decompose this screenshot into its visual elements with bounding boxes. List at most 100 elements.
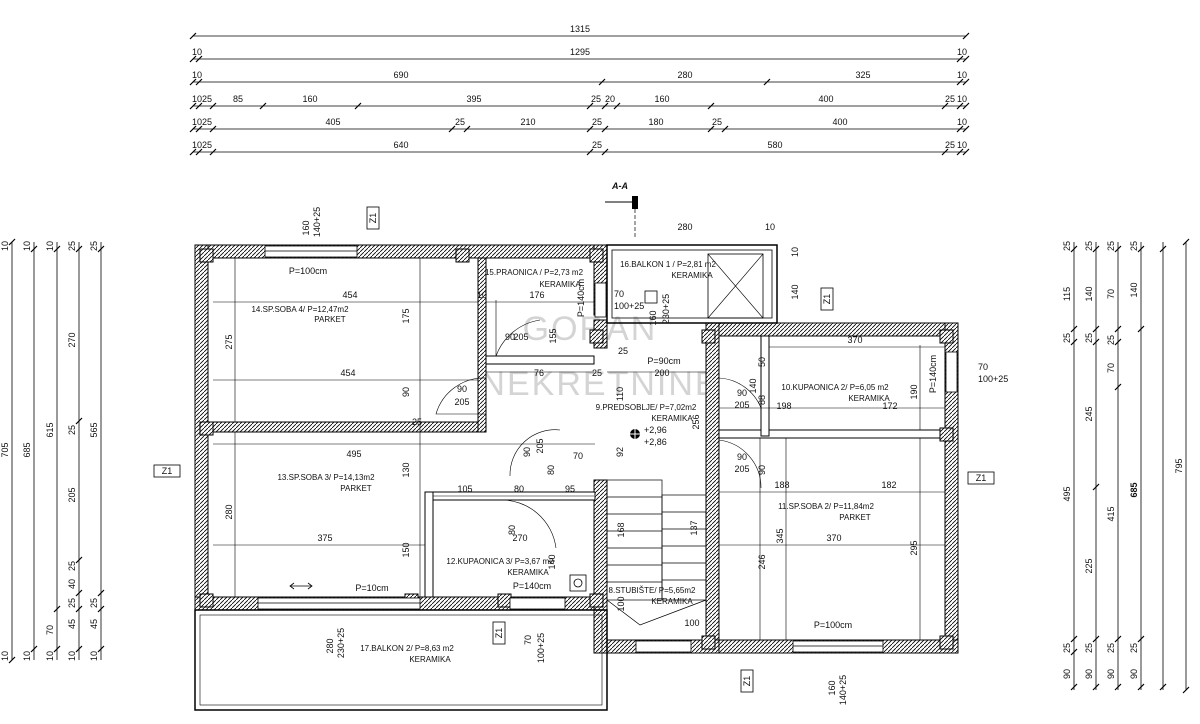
room-floor: KERAMIKA <box>651 414 693 423</box>
opening-label: 70 <box>614 289 624 299</box>
door-dim: 90 <box>737 388 747 398</box>
door-dim: 80 <box>507 525 517 535</box>
dim-label: 345 <box>775 528 785 543</box>
dim-label: 25 <box>67 598 77 608</box>
dim-label: 10 <box>957 47 967 57</box>
door-dim: 90 <box>505 332 515 342</box>
level-marker: +2,96 +2,86 <box>627 425 667 447</box>
dim-label: 25 <box>945 94 955 104</box>
dim-label: 180 <box>648 117 663 127</box>
dim-label: 100 <box>684 618 699 628</box>
opening-label: 160 <box>827 680 837 695</box>
dim-label: 25 <box>1062 643 1072 653</box>
dim-label: 10 <box>45 241 55 251</box>
room-name: 16.BALKON 1 / P=2,81 m2 <box>620 260 716 269</box>
dim-label: 25 <box>67 241 77 251</box>
dim-label: 160 <box>654 94 669 104</box>
opening-label: 280 <box>325 638 335 653</box>
dim-label: 25 <box>89 241 99 251</box>
dim-label: 685 <box>22 442 32 457</box>
dim-label: 325 <box>855 70 870 80</box>
dim-label: 25 <box>412 417 422 427</box>
door-dim: 90 <box>522 447 532 457</box>
dim-label: 88 <box>757 395 767 405</box>
dim-label: 168 <box>616 522 626 537</box>
dim-label: 25 <box>1106 335 1116 345</box>
room-floor: KERAMIKA <box>409 655 451 664</box>
dim-label: 25 <box>202 140 212 150</box>
dim-label: 70 <box>45 625 55 635</box>
dim-label: 176 <box>529 290 544 300</box>
opening-label: 70 <box>523 635 533 645</box>
dim-label: 10 <box>957 117 967 127</box>
z1-tags: Z1 Z1 Z1 Z1 Z1 Z1 <box>153 206 995 693</box>
dim-label: 140 <box>748 378 758 393</box>
dim-label: 190 <box>909 384 919 399</box>
dim-label: 140 <box>1084 286 1094 301</box>
opening-label: P=140cm <box>928 355 938 393</box>
dim-label: 580 <box>767 140 782 150</box>
dim-label: 400 <box>818 94 833 104</box>
dim-label: 685 <box>1129 482 1139 497</box>
dim-label: 25 <box>67 561 77 571</box>
dim-label: 95 <box>565 484 575 494</box>
dim-label: 70 <box>1106 289 1116 299</box>
dim-label: 130 <box>401 462 411 477</box>
dim-label: 10 <box>957 94 967 104</box>
dim-label: 140 <box>1129 282 1139 297</box>
right-dimension-labels: 25 115 25 495 25 90 25 140 25 245 225 25… <box>1062 241 1184 679</box>
dim-label: 25 <box>202 94 212 104</box>
dim-label: 85 <box>233 94 243 104</box>
opening-labels: P=100cm P=10cm P=100cm P=140cm P=90cm P=… <box>289 207 1008 705</box>
opening-label: P=100cm <box>814 620 852 630</box>
room-floor: KERAMIKA <box>671 271 713 280</box>
opening-label: 160 <box>648 310 658 325</box>
dim-label: 25 <box>712 117 722 127</box>
dim-label: 10 <box>192 94 202 104</box>
room-name: 12.KUPAONICA 3/ P=3,67 m2 <box>446 557 554 566</box>
room-floor: PARKET <box>314 315 346 324</box>
dim-label: 280 <box>224 504 234 519</box>
room-name: 14.SP.SOBA 4/ P=12,47m2 <box>251 305 349 314</box>
door-dim: 205 <box>734 464 749 474</box>
dim-label: 25 <box>89 598 99 608</box>
section-mark: A-A <box>605 181 638 238</box>
opening-label: 230+25 <box>336 628 346 658</box>
opening-label: 140+25 <box>312 207 322 237</box>
dim-label: 140 <box>547 554 557 569</box>
opening-label: P=140cm <box>576 279 586 317</box>
dim-label: 270 <box>67 332 77 347</box>
dim-label: 25 <box>591 94 601 104</box>
dim-label: 454 <box>340 368 355 378</box>
tag-z1: Z1 <box>494 628 504 639</box>
dim-label: 50 <box>757 357 767 367</box>
dim-label: 25 <box>592 368 602 378</box>
left-dimension-lines <box>8 238 105 664</box>
dim-label: 10 <box>477 290 487 300</box>
room-floor: KERAMIKA <box>651 597 693 606</box>
dim-label: 110 <box>615 387 625 401</box>
dim-label: 795 <box>1174 458 1184 473</box>
dim-label: 90 <box>1062 669 1072 679</box>
room-labels: 14.SP.SOBA 4/ P=12,47m2 PARKET 15.PRAONI… <box>251 260 890 664</box>
dim-label: 10 <box>89 651 99 661</box>
dim-label: 25 <box>618 346 628 356</box>
dim-label: 10 <box>765 222 775 232</box>
door-dim: 270 <box>512 533 527 543</box>
dim-label: 10 <box>0 651 10 661</box>
door-dim: 90 <box>737 452 747 462</box>
room-floor: KERAMIKA <box>539 280 581 289</box>
dim-label: 80 <box>514 484 524 494</box>
dim-label: 20 <box>605 94 615 104</box>
dim-label: 210 <box>520 117 535 127</box>
dim-label: 10 <box>957 70 967 80</box>
dim-label: 25 <box>1129 643 1139 653</box>
fixtures <box>289 290 658 592</box>
dim-label: 137 <box>689 520 699 535</box>
top-dimension-labels: 1315 10 1295 10 10 690 280 325 10 10 25 … <box>192 24 967 150</box>
opening-label: P=10cm <box>355 583 388 593</box>
dim-label: 10 <box>192 140 202 150</box>
room-floor: PARKET <box>340 484 372 493</box>
dim-label: 25 <box>592 117 602 127</box>
room-name: 9.PREDSOBLJE/ P=7,02m2 <box>596 403 697 412</box>
